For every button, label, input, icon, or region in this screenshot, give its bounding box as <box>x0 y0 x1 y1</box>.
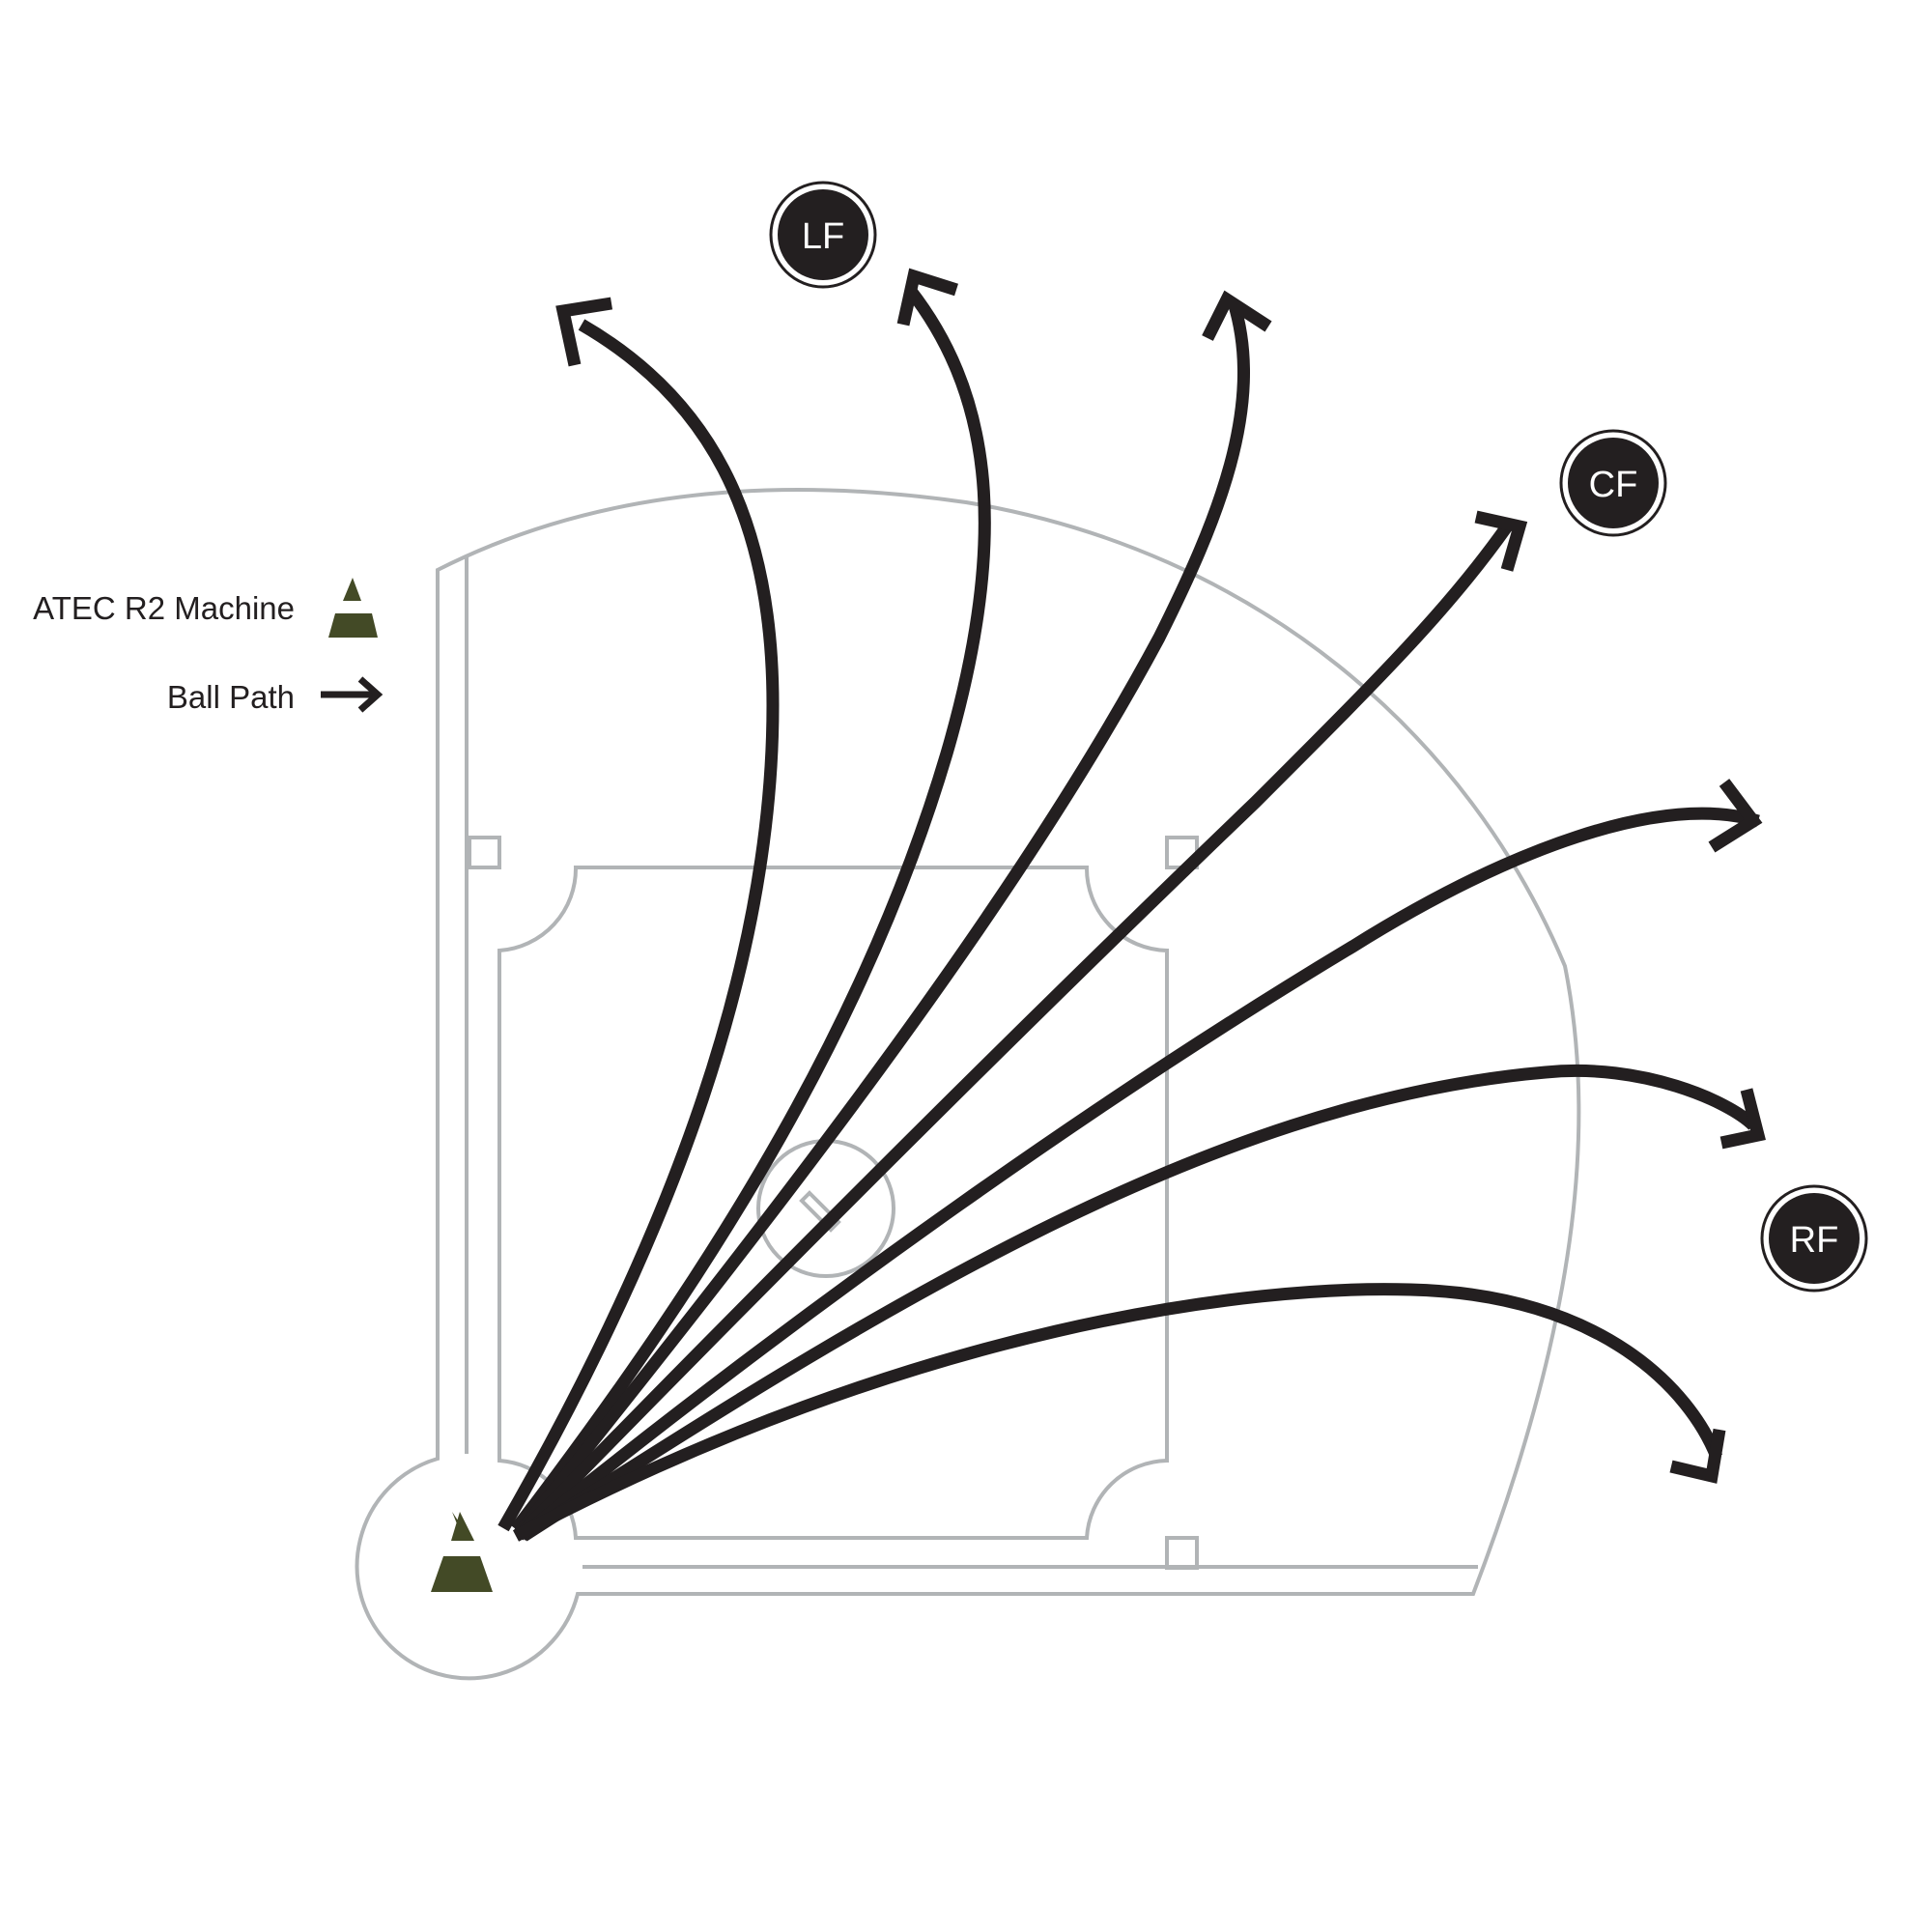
arrow-head-icon <box>555 297 613 367</box>
arrow-head-icon <box>1202 290 1272 341</box>
ball-path-6 <box>520 1064 1766 1542</box>
ball-path-4 <box>514 510 1528 1541</box>
legend-machine-icon <box>328 578 378 638</box>
position-marker-rf: RF <box>1760 1184 1868 1293</box>
arrow-head-icon <box>896 268 958 327</box>
position-marker-lf: LF <box>769 181 877 289</box>
first-base <box>1165 1536 1199 1570</box>
ball-path-5 <box>517 779 1763 1542</box>
ball-path-2 <box>510 268 991 1533</box>
legend-ball-path-label: Ball Path <box>167 679 295 715</box>
position-label-cf: CF <box>1589 465 1638 505</box>
legend: ATEC R2 Machine Ball Path <box>33 578 384 715</box>
ball-path-3 <box>513 290 1272 1539</box>
arrow-head-icon <box>1719 1088 1766 1150</box>
arrow-head-icon <box>1669 1428 1726 1484</box>
outfield-fence <box>355 487 1581 1681</box>
legend-machine-label: ATEC R2 Machine <box>33 590 295 626</box>
position-label-lf: LF <box>802 216 844 257</box>
third-base <box>468 836 501 869</box>
arrow-head-icon <box>1708 779 1763 853</box>
position-marker-cf: CF <box>1559 429 1667 537</box>
atec-r2-machine-icon <box>431 1512 493 1592</box>
arrow-head-icon <box>1474 510 1528 572</box>
ball-path-7 <box>512 1283 1726 1542</box>
ball-path-1 <box>497 297 780 1532</box>
legend-arrow-icon <box>321 676 384 713</box>
ball-paths <box>497 268 1766 1542</box>
position-label-rf: RF <box>1790 1220 1839 1261</box>
